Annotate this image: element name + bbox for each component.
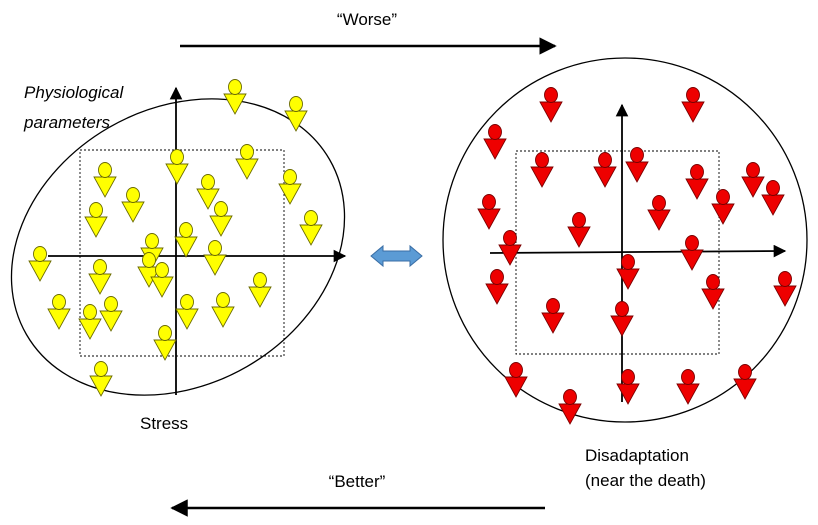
healthy-individual-icon — [47, 294, 71, 330]
disadapted-individual-icon — [773, 271, 797, 307]
better-label: “Better” — [328, 472, 386, 491]
healthy-individual-icon — [28, 246, 52, 282]
disadapted-individual-icon — [610, 301, 634, 337]
stress-label: Stress — [140, 414, 189, 433]
disadapted-individual-icon — [741, 162, 765, 198]
disadapted-individual-icon — [541, 298, 565, 334]
exchange-arrow-icon — [370, 244, 423, 268]
healthy-individual-icon — [203, 240, 227, 276]
healthy-individual-icon — [93, 162, 117, 198]
disadapted-individual-icon — [733, 364, 757, 400]
healthy-individual-icon — [121, 187, 145, 223]
disadapted-individual-icon — [504, 362, 528, 398]
healthy-individual-icon — [78, 304, 102, 340]
disadapted-individual-icon — [711, 189, 735, 225]
disadapted-individual-icon — [485, 269, 509, 305]
worse-label: “Worse” — [336, 10, 398, 29]
healthy-individual-icon — [235, 144, 259, 180]
healthy-individual-icon — [153, 325, 177, 361]
healthy-individual-icon — [196, 174, 220, 210]
disadapted-individual-icon — [676, 369, 700, 405]
disadapted-population-panel — [442, 57, 808, 425]
healthy-individual-icon — [211, 292, 235, 328]
disadaptation-label-line2: (near the death) — [585, 471, 706, 490]
disadapted-individual-icon — [616, 254, 640, 290]
disadapted-norm-box — [515, 150, 720, 355]
healthy-individual-icon — [137, 252, 161, 288]
healthy-individual-icon — [174, 222, 198, 258]
disadapted-individual-icon — [477, 194, 501, 230]
disadapted-individual-icon — [625, 147, 649, 183]
disadapted-individual-icon — [483, 124, 507, 160]
healthy-individual-icon — [223, 79, 247, 115]
healthy-individual-icon — [150, 262, 174, 298]
healthy-individual-icon — [248, 272, 272, 308]
healthy-individual-icon — [278, 169, 302, 205]
healthy-individual-icon — [88, 259, 112, 295]
disadapted-individuals — [477, 87, 797, 425]
healthy-population-ellipse — [10, 98, 346, 396]
healthy-norm-box — [79, 149, 285, 357]
disadapted-individual-icon — [647, 195, 671, 231]
disadaptation-label-line1: Disadaptation — [585, 446, 689, 465]
healthy-individual-icon — [165, 149, 189, 185]
disadapted-population-circle — [442, 57, 808, 423]
physiological-label-line1: Physiological — [24, 83, 124, 102]
healthy-individual-icon — [84, 202, 108, 238]
disadapted-individual-icon — [539, 87, 563, 123]
healthy-individual-icon — [175, 294, 199, 330]
disadapted-individual-icon — [685, 164, 709, 200]
disadapted-individual-icon — [558, 389, 582, 425]
disadapted-individual-icon — [498, 230, 522, 266]
disadapted-individual-icon — [681, 87, 705, 123]
disadapted-individual-icon — [761, 180, 785, 216]
healthy-individual-icon — [89, 361, 113, 397]
healthy-individual-icon — [284, 96, 308, 132]
disadapted-x-axis — [489, 244, 787, 258]
disadapted-individual-icon — [680, 235, 704, 271]
disadapted-individual-icon — [616, 369, 640, 405]
healthy-individual-icon — [209, 201, 233, 237]
healthy-population-panel — [10, 79, 347, 397]
disadapted-individual-icon — [567, 212, 591, 248]
disadapted-individual-icon — [701, 274, 725, 310]
healthy-individual-icon — [99, 296, 123, 332]
disadapted-individual-icon — [530, 152, 554, 188]
healthy-individual-icon — [299, 210, 323, 246]
healthy-individuals — [28, 79, 323, 397]
physiological-label-line2: parameters — [24, 113, 110, 132]
disadapted-individual-icon — [593, 152, 617, 188]
